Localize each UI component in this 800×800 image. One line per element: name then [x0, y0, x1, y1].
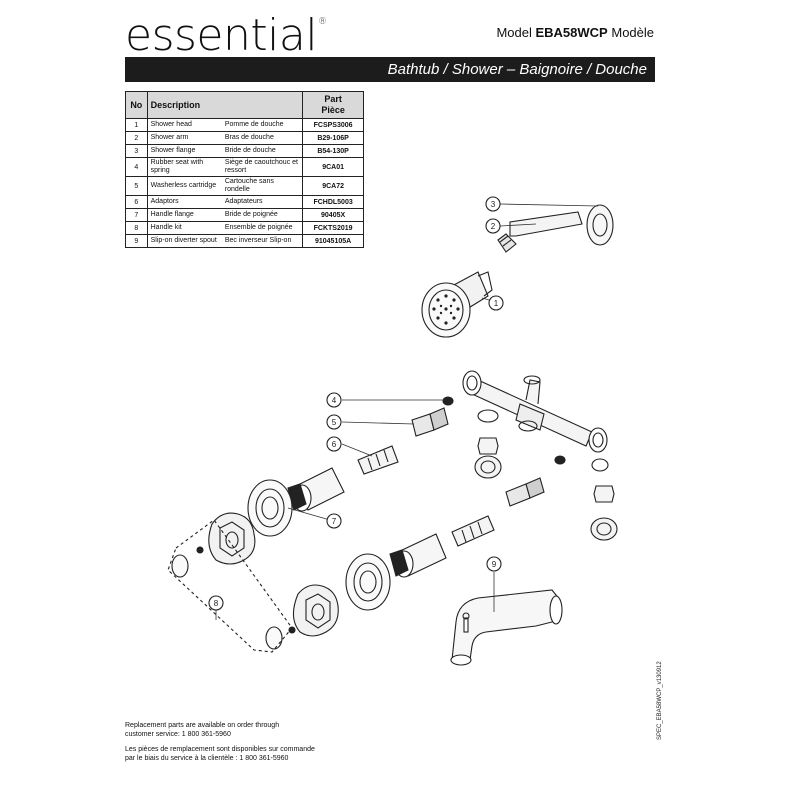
shower-arm-illustration — [497, 211, 583, 253]
header-no: No — [125, 91, 148, 119]
svg-text:7: 7 — [332, 517, 337, 526]
svg-text:5: 5 — [332, 418, 337, 427]
document-code: SPEC_EBA58WCP_v130912 — [657, 661, 663, 740]
handle-sleeve-upper — [287, 467, 345, 512]
callout-1: 1 — [488, 295, 504, 311]
valve-body-illustration — [462, 370, 609, 472]
callout-7: 7 — [326, 513, 342, 529]
bonnet-nuts-illustration — [474, 437, 618, 541]
handle-lower — [265, 584, 339, 650]
callout-8: 8 — [208, 595, 224, 611]
svg-text:2: 2 — [491, 222, 496, 231]
handle-sleeve-lower — [389, 533, 447, 578]
callout-2: 2 — [485, 218, 501, 234]
callout-5: 5 — [326, 414, 342, 430]
svg-text:3: 3 — [491, 200, 496, 209]
callout-3: 3 — [485, 196, 501, 212]
brand-logo: essential® — [125, 10, 327, 61]
model-line: Model EBA58WCP Modèle — [496, 25, 654, 40]
shower-flange-illustration — [586, 204, 614, 246]
svg-text:4: 4 — [332, 396, 337, 405]
model-number: EBA58WCP — [535, 25, 608, 40]
callout-4: 4 — [326, 392, 342, 408]
handle-upper — [171, 512, 256, 578]
tub-spout-illustration — [450, 589, 563, 666]
handle-kit-dashed-outline — [167, 519, 293, 653]
callout-6: 6 — [326, 436, 342, 452]
model-suffix: Modèle — [611, 25, 654, 40]
footer-english: Replacement parts are available on order… — [125, 722, 280, 738]
svg-text:1: 1 — [494, 299, 499, 308]
callout-leader-lines — [215, 203, 599, 620]
category-banner: Bathtub / Shower – Baignoire / Douche — [125, 57, 655, 82]
model-prefix: Model — [496, 25, 532, 40]
handle-flange-lower — [345, 553, 391, 611]
callout-9: 9 — [486, 556, 502, 572]
svg-text:8: 8 — [214, 599, 219, 608]
cartridge-set-right — [451, 455, 566, 547]
svg-text:9: 9 — [492, 560, 497, 569]
footer-french: Les pièces de remplacement sont disponib… — [125, 746, 315, 762]
cartridge-set-upper — [357, 396, 454, 475]
svg-text:6: 6 — [332, 440, 337, 449]
handle-flange-upper — [247, 479, 293, 537]
shower-head-illustration — [421, 271, 493, 338]
